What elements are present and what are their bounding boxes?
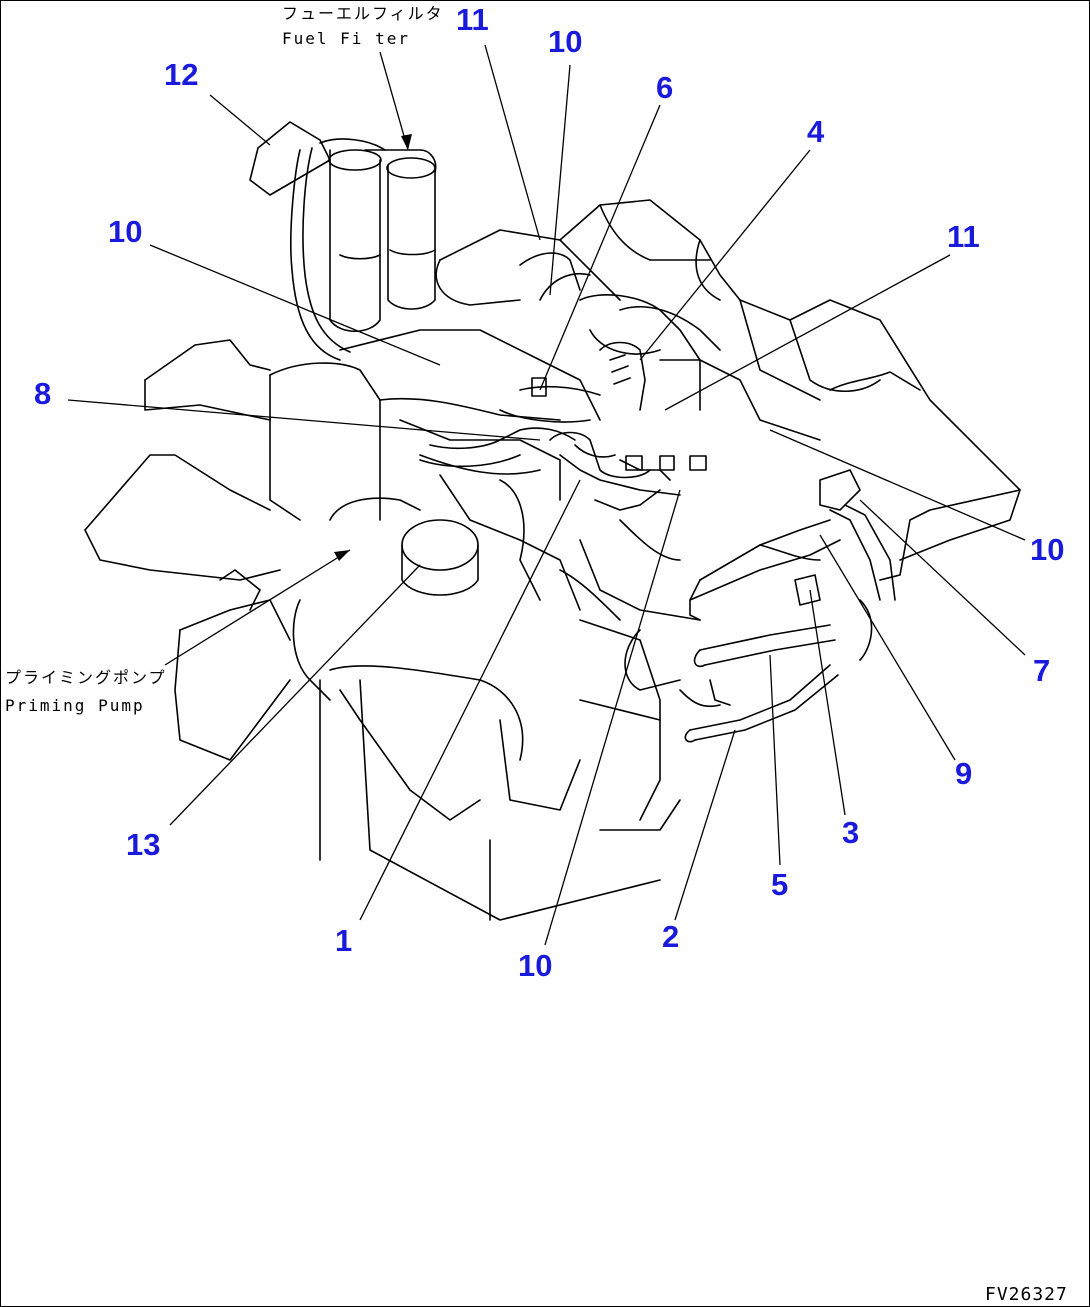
callout-10: 10 — [518, 948, 552, 983]
callout-11: 11 — [947, 219, 980, 254]
drawing-code: FV26327 — [985, 1284, 1068, 1305]
intake-manifold — [435, 199, 1021, 561]
engine-linework — [84, 121, 1021, 921]
priming-pump-label-jp: プライミングポンプ — [5, 668, 167, 687]
callout-3: 3 — [842, 815, 859, 850]
fan-assembly — [84, 339, 331, 761]
callout-2: 2 — [662, 919, 679, 954]
callout-1: 1 — [335, 923, 352, 958]
fuel-filter-assembly — [249, 121, 437, 361]
callout-13: 13 — [126, 827, 160, 862]
engine-head — [269, 329, 601, 611]
callout-10: 10 — [548, 24, 582, 59]
callout-6: 6 — [656, 70, 673, 105]
callout-7: 7 — [1033, 653, 1050, 688]
callout-11: 11 — [456, 2, 489, 37]
leader-lines — [67, 44, 1026, 946]
injection-pump — [419, 252, 707, 511]
fuel-filter-label-en: Fuel Fi ter — [282, 29, 410, 48]
callout-10: 10 — [1030, 532, 1064, 567]
right-side-fuel-lines — [624, 469, 1021, 743]
priming-pump-label-en: Priming Pump — [5, 696, 145, 715]
engine-block — [319, 519, 701, 921]
callout-12: 12 — [164, 57, 198, 92]
callout-8: 8 — [34, 376, 51, 411]
fuel-filter-label-jp: フューエルフィルタ — [282, 4, 444, 23]
callout-10: 10 — [108, 214, 142, 249]
callout-4: 4 — [807, 114, 825, 149]
callout-5: 5 — [771, 867, 788, 902]
callout-9: 9 — [955, 756, 972, 791]
